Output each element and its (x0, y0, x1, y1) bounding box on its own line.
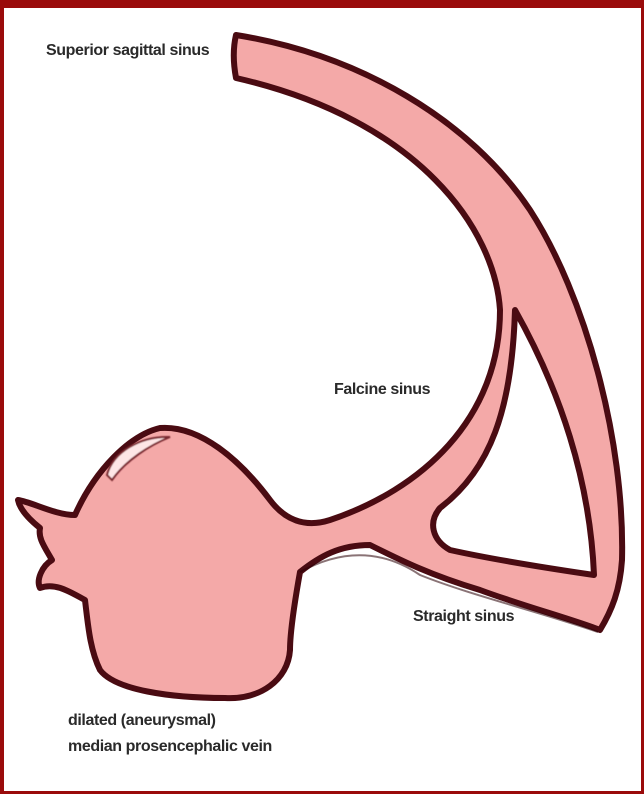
label-vein-line-2: median prosencephalic vein (68, 734, 272, 760)
venous-sinus-system (18, 35, 622, 698)
label-vein-line-1: dilated (aneurysmal) (68, 708, 272, 734)
label-falcine-sinus: Falcine sinus (334, 379, 430, 401)
label-superior-sagittal-sinus: Superior sagittal sinus (46, 40, 209, 62)
label-median-prosencephalic-vein: dilated (aneurysmal) median prosencephal… (68, 708, 272, 760)
label-straight-sinus: Straight sinus (413, 606, 514, 628)
